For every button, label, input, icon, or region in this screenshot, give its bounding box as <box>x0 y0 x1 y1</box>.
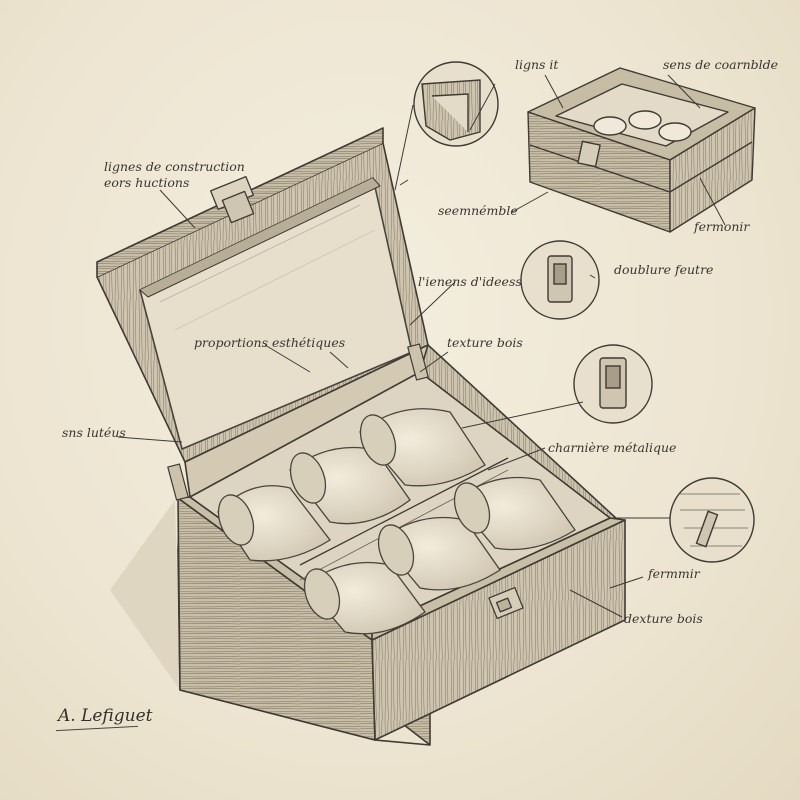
clasp-detail-icon <box>573 344 653 424</box>
label-fermoir-top: fermonir <box>694 219 750 234</box>
label-lignes-it: ligns it <box>515 57 559 72</box>
cushion-6 <box>453 476 576 551</box>
hinges <box>167 343 429 501</box>
cushion-2 <box>289 446 411 525</box>
lid-latch <box>209 175 255 224</box>
label-aesthetic-proportions: proportions esthétiques <box>194 335 346 350</box>
label-texture-bois: texture bois <box>447 335 523 350</box>
label-lienens-didees: l'ienens d'ideess <box>418 274 522 289</box>
label-construction-lines-2: eors huctions <box>104 175 190 190</box>
label-construction-lines-1: lignes de construction <box>104 159 245 174</box>
label-sens-de-coarnblde: sens de coarnblde <box>663 57 779 72</box>
label-seemnemble: seemnémble <box>438 203 518 218</box>
label-doublure-feutre: doublure feutre <box>614 262 714 277</box>
closed-box <box>527 67 756 233</box>
label-sns-luteus: sns lutéus <box>62 425 126 440</box>
hinge-detail-icon <box>669 477 755 563</box>
label-fermmir: fermmir <box>648 566 700 581</box>
box-clasp <box>488 586 524 620</box>
latch-detail-icon <box>520 240 600 320</box>
cushion-5 <box>377 516 501 591</box>
leader-lines <box>117 74 726 618</box>
cushion-4 <box>303 561 426 635</box>
lid-corner-detail-icon <box>413 61 499 147</box>
watch-cushions <box>217 408 576 635</box>
label-dexture-bois: dexture bois <box>624 611 703 626</box>
label-charniere-metallique: charnière métalique <box>548 440 677 455</box>
cushion-1 <box>217 485 331 562</box>
cushion-3 <box>359 408 486 487</box>
artist-signature: A. Lefiguet <box>58 706 153 726</box>
